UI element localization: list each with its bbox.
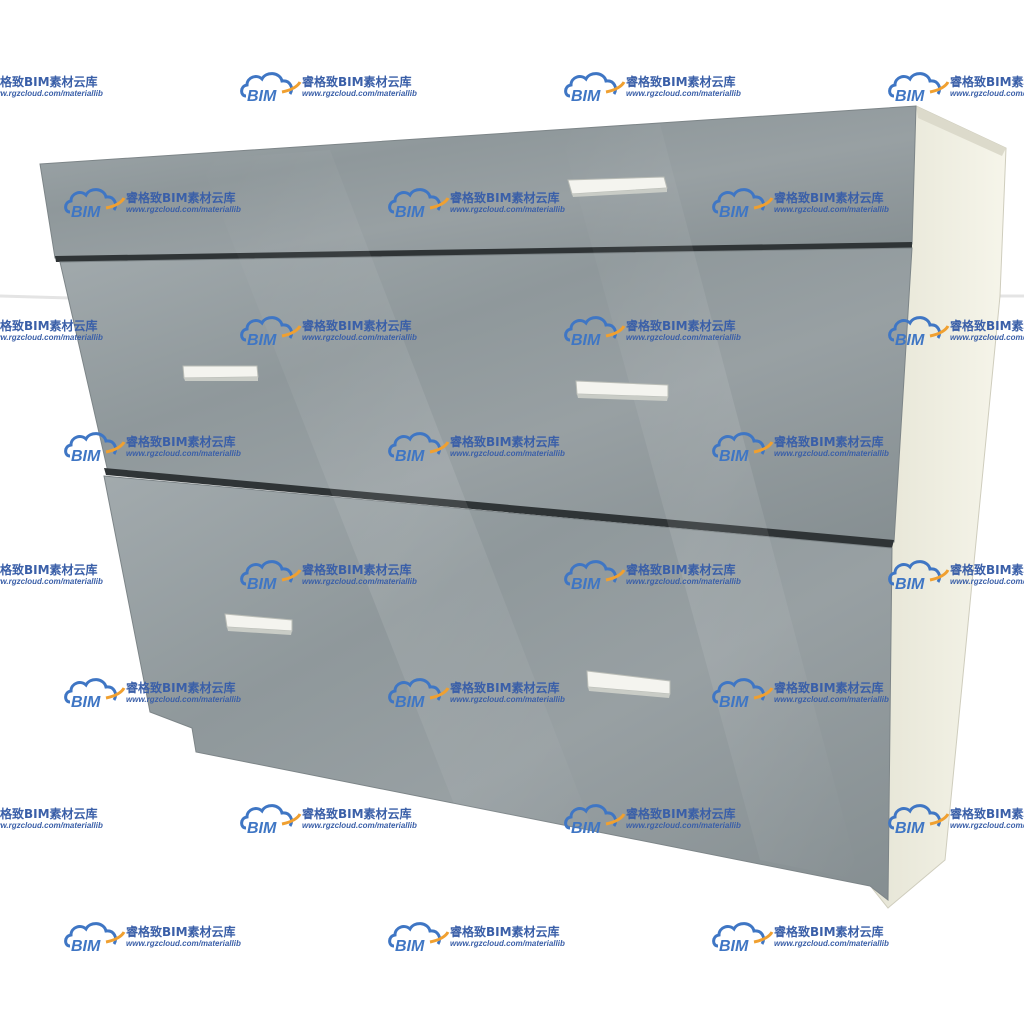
- sheen-streak: [560, 124, 860, 880]
- drawer-handle: [575, 380, 669, 401]
- drawer-front-top: [39, 105, 917, 259]
- drawer-handle: [567, 176, 668, 197]
- sheen-streak: [200, 150, 620, 900]
- drawer-handle: [586, 670, 671, 698]
- drawer-handle: [224, 613, 293, 635]
- cabinet-side-top-edge: [916, 106, 1006, 156]
- drawer-handle: [182, 365, 259, 381]
- floor-line-left: [0, 294, 71, 300]
